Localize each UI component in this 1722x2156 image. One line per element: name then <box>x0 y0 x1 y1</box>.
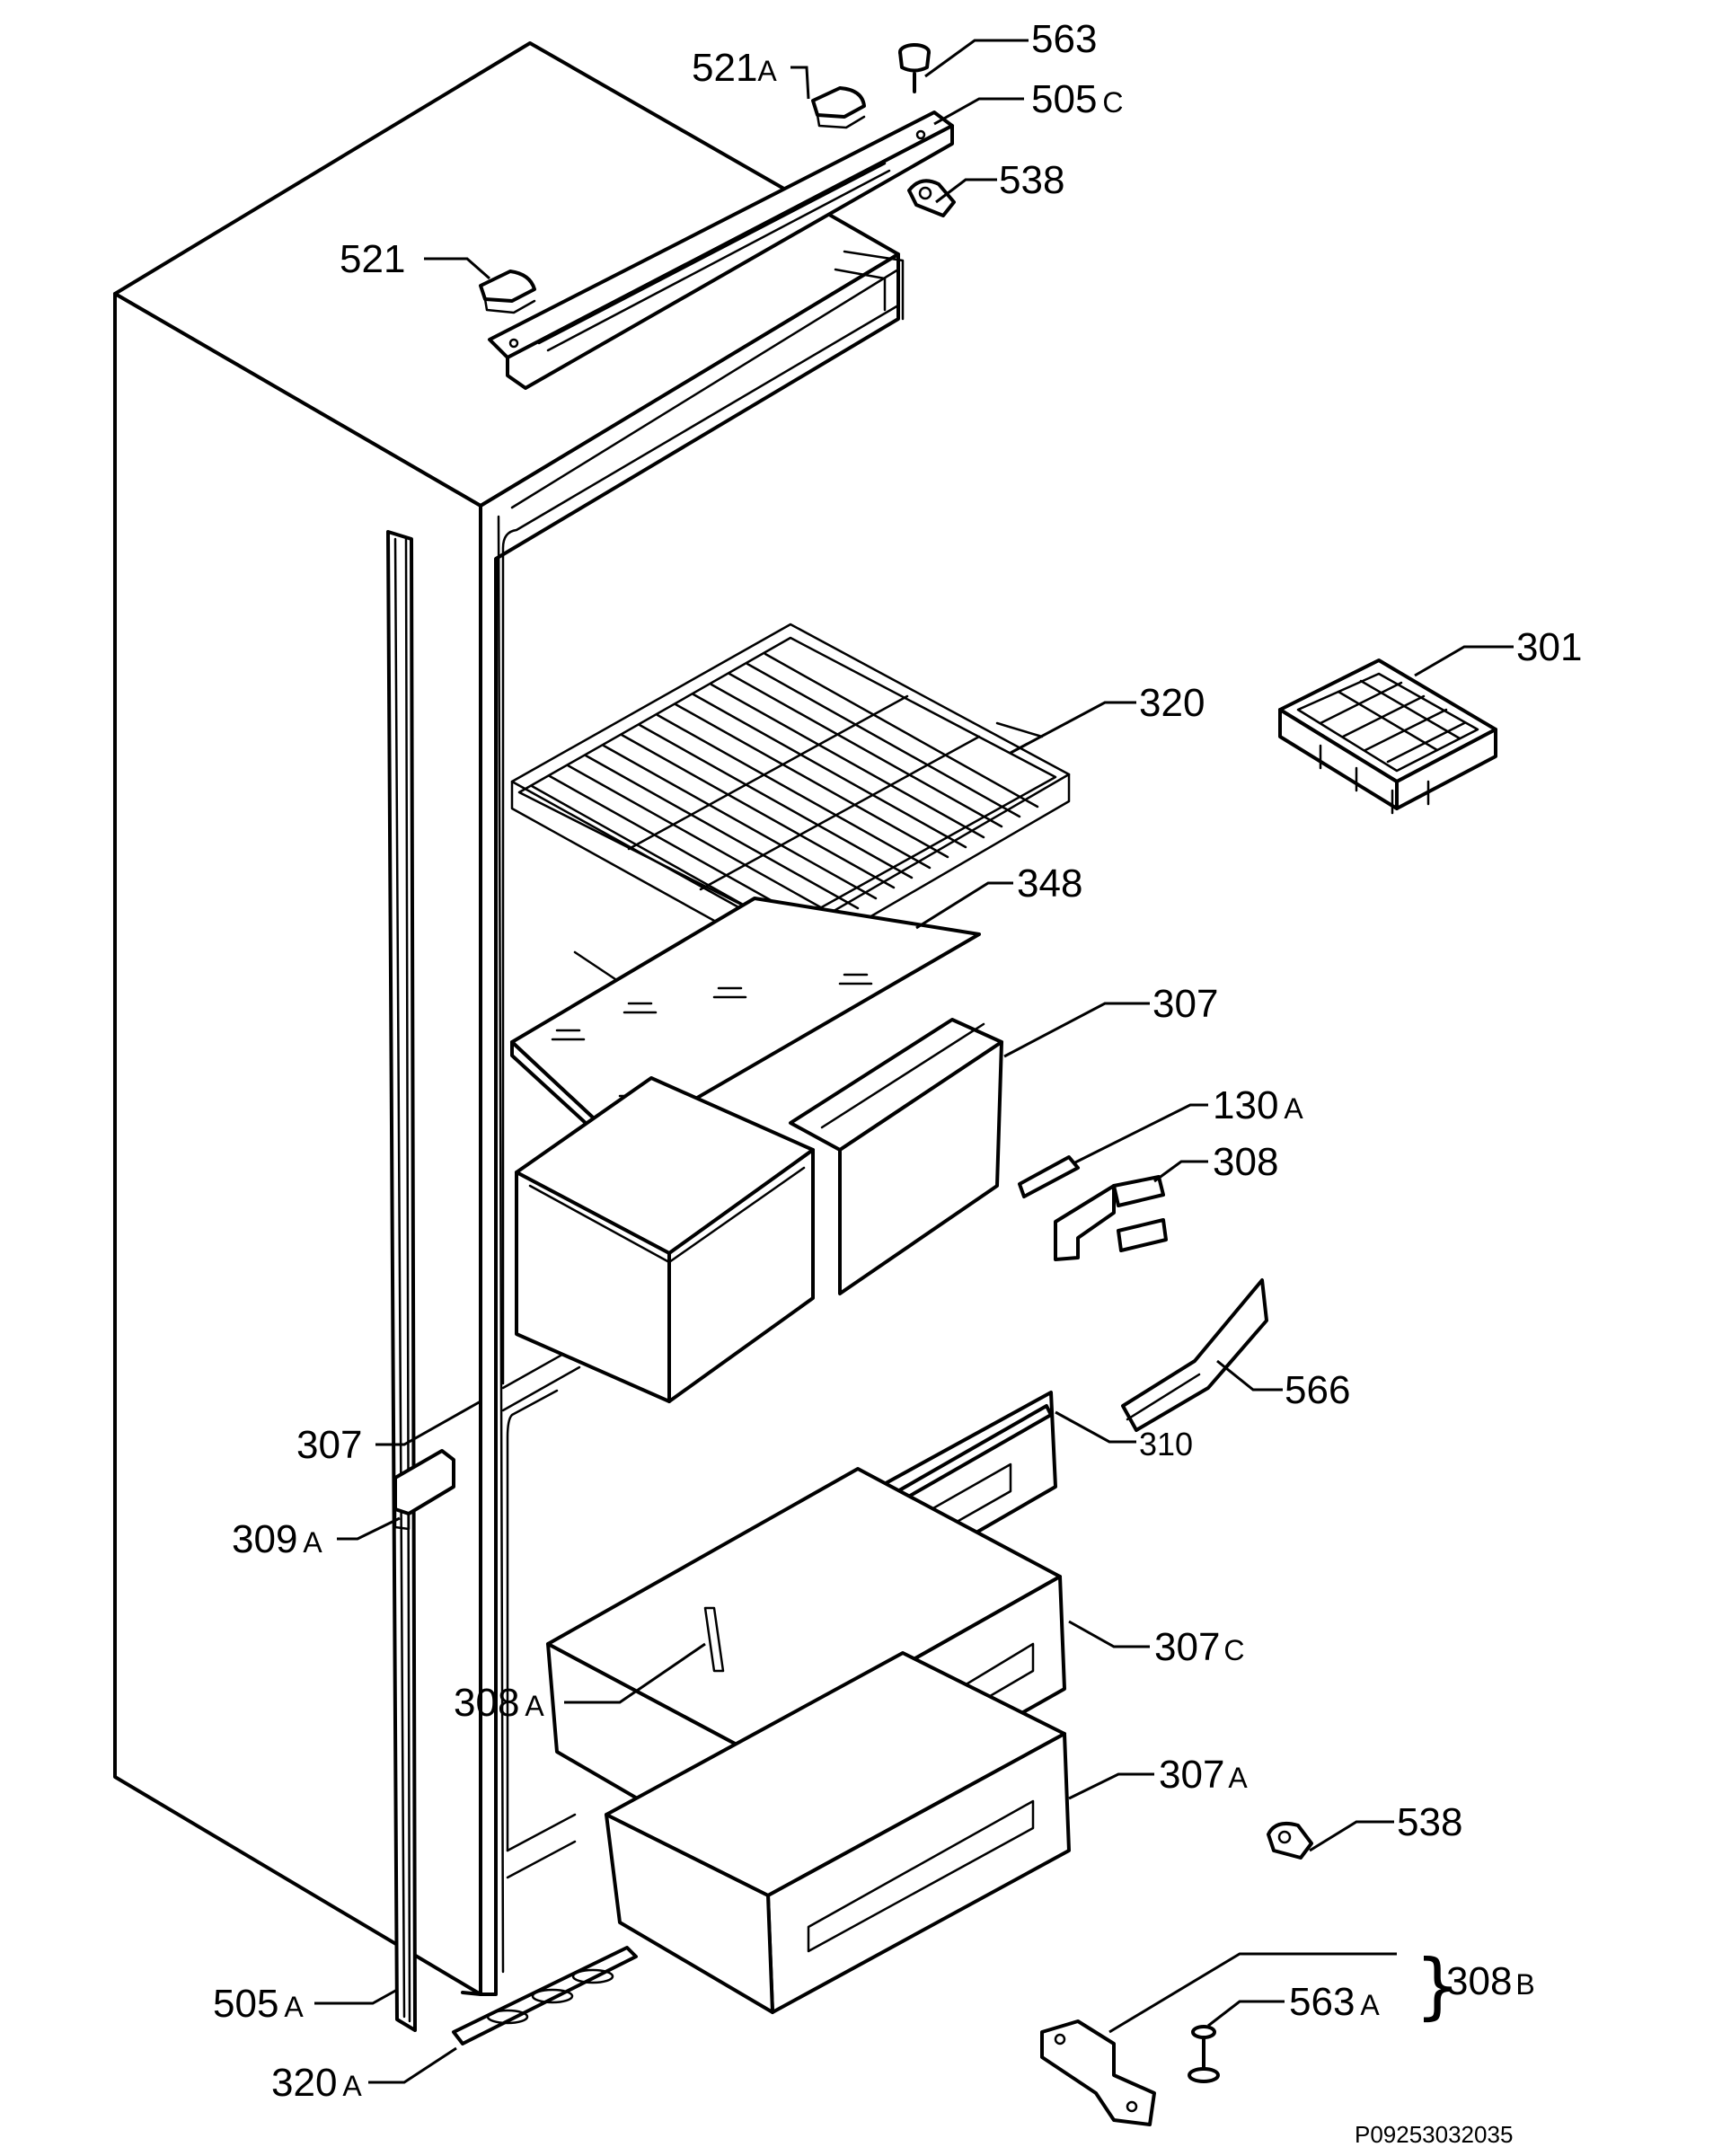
lower-freezer-drawer-part <box>605 1651 1071 2014</box>
label-301: 301 <box>1516 625 1582 669</box>
wire-shelf-bars <box>530 652 1039 941</box>
hinge-cover-top-part <box>811 86 866 129</box>
label-521a: 521A <box>692 46 777 90</box>
label-307-right: 307 <box>1152 982 1218 1026</box>
hinge-cover-part <box>479 270 536 314</box>
door-hinge-bottom-part <box>452 1946 638 2046</box>
door-bracket-part <box>393 1449 455 1531</box>
brace-308b: } <box>1415 1944 1461 2028</box>
label-538-top: 538 <box>999 158 1064 202</box>
label-566: 566 <box>1285 1368 1350 1412</box>
hinge-pin-bottom-part <box>1267 1822 1313 1860</box>
hinge-pin-top-part <box>907 179 956 217</box>
fastener-part <box>1018 1155 1080 1198</box>
label-538-bottom: 538 <box>1397 1800 1462 1844</box>
label-521: 521 <box>340 237 405 281</box>
leader-lines <box>314 39 1514 2084</box>
pin-top-part <box>898 43 931 93</box>
bottom-hinge-part <box>1040 2019 1156 2126</box>
label-563: 563 <box>1031 17 1097 61</box>
drawing-code: P09253032035 <box>1355 2121 1513 2148</box>
hinge-bracket-part <box>1054 1175 1168 1261</box>
door-seal-part <box>386 530 417 2032</box>
top-rail-part <box>488 110 954 390</box>
handle-part <box>1121 1278 1268 1432</box>
screw-part <box>1188 2025 1220 2083</box>
label-320: 320 <box>1139 681 1205 725</box>
upper-freezer-drawers-part <box>515 1018 1003 1403</box>
ice-tray-part <box>1278 658 1497 815</box>
label-308: 308 <box>1213 1140 1278 1184</box>
label-348: 348 <box>1017 862 1082 906</box>
label-307-left: 307 <box>296 1423 362 1467</box>
label-310: 310 <box>1139 1426 1193 1462</box>
